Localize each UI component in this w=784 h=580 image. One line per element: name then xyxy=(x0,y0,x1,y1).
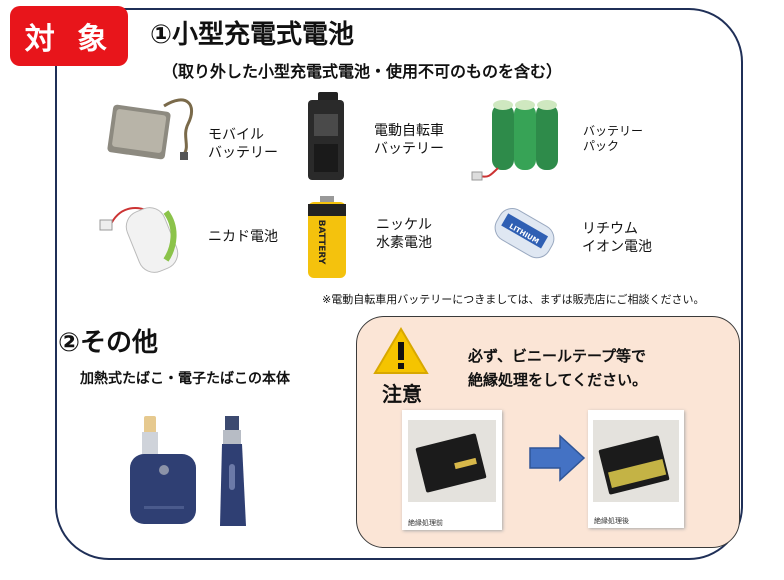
arrow-right-icon xyxy=(529,434,586,482)
before-insulation-photo xyxy=(402,410,502,530)
battery-pack-image xyxy=(471,100,558,181)
ebike-note: ※電動自転車用バッテリーにつきましては、まずは販売店にご相談ください。 xyxy=(322,293,705,306)
mobile-battery-label: モバイル バッテリー xyxy=(208,126,278,162)
nimh-battery-image: BATTERY xyxy=(308,196,346,278)
battery-pack-label-line1: バッテリー xyxy=(583,124,644,138)
before-caption: 絶縁処理前 xyxy=(408,519,443,527)
caution-label: 注意 xyxy=(382,382,422,406)
mobile-battery-label-line2: バッテリー xyxy=(208,145,278,161)
section1-subtitle: （取り外した小型充電式電池・使用不可のものを含む） xyxy=(162,62,563,81)
warning-icon xyxy=(373,327,429,374)
nicad-battery-image xyxy=(99,206,179,273)
ebike-battery-label: 電動自転車 バッテリー xyxy=(374,122,444,158)
battery-pack-label-line2: パック xyxy=(583,139,620,153)
lithium-battery-image: LITHIUM xyxy=(494,208,555,259)
section2-title: ②その他 xyxy=(58,328,159,358)
nimh-label-line1: ニッケル xyxy=(376,217,432,233)
section2-subtitle: 加熱式たばこ・電子たばこの本体 xyxy=(80,371,290,387)
ebike-battery-image xyxy=(308,92,344,180)
lithium-label: リチウム イオン電池 xyxy=(582,220,652,256)
mobile-battery-label-line1: モバイル xyxy=(208,127,264,143)
e-cigarette-device-image xyxy=(220,416,246,526)
lithium-label-line2: イオン電池 xyxy=(582,239,652,255)
caution-text-line2: 絶縁処理をしてください。 xyxy=(468,371,648,389)
target-badge: 対 象 xyxy=(10,6,128,66)
section1-title: ①小型充電式電池 xyxy=(150,20,355,50)
content-frame xyxy=(55,8,743,560)
heated-tobacco-device-image xyxy=(130,416,196,524)
ebike-battery-label-line1: 電動自転車 xyxy=(374,123,444,139)
battery-pack-label: バッテリー パック xyxy=(583,124,643,154)
lithium-label-line1: リチウム xyxy=(582,221,638,237)
mobile-battery-image xyxy=(107,98,194,160)
ebike-battery-label-line2: バッテリー xyxy=(374,141,444,157)
caution-text-line1: 必ず、ビニールテープ等で xyxy=(468,347,647,365)
caution-text: 必ず、ビニールテープ等で 絶縁処理をしてください。 xyxy=(468,344,647,392)
after-insulation-photo xyxy=(588,410,684,528)
nicad-label: ニカド電池 xyxy=(208,229,278,245)
svg-text:BATTERY: BATTERY xyxy=(316,220,326,265)
after-caption: 絶縁処理後 xyxy=(594,517,629,525)
nimh-label-line2: 水素電池 xyxy=(376,235,432,251)
nimh-label: ニッケル 水素電池 xyxy=(376,216,432,252)
